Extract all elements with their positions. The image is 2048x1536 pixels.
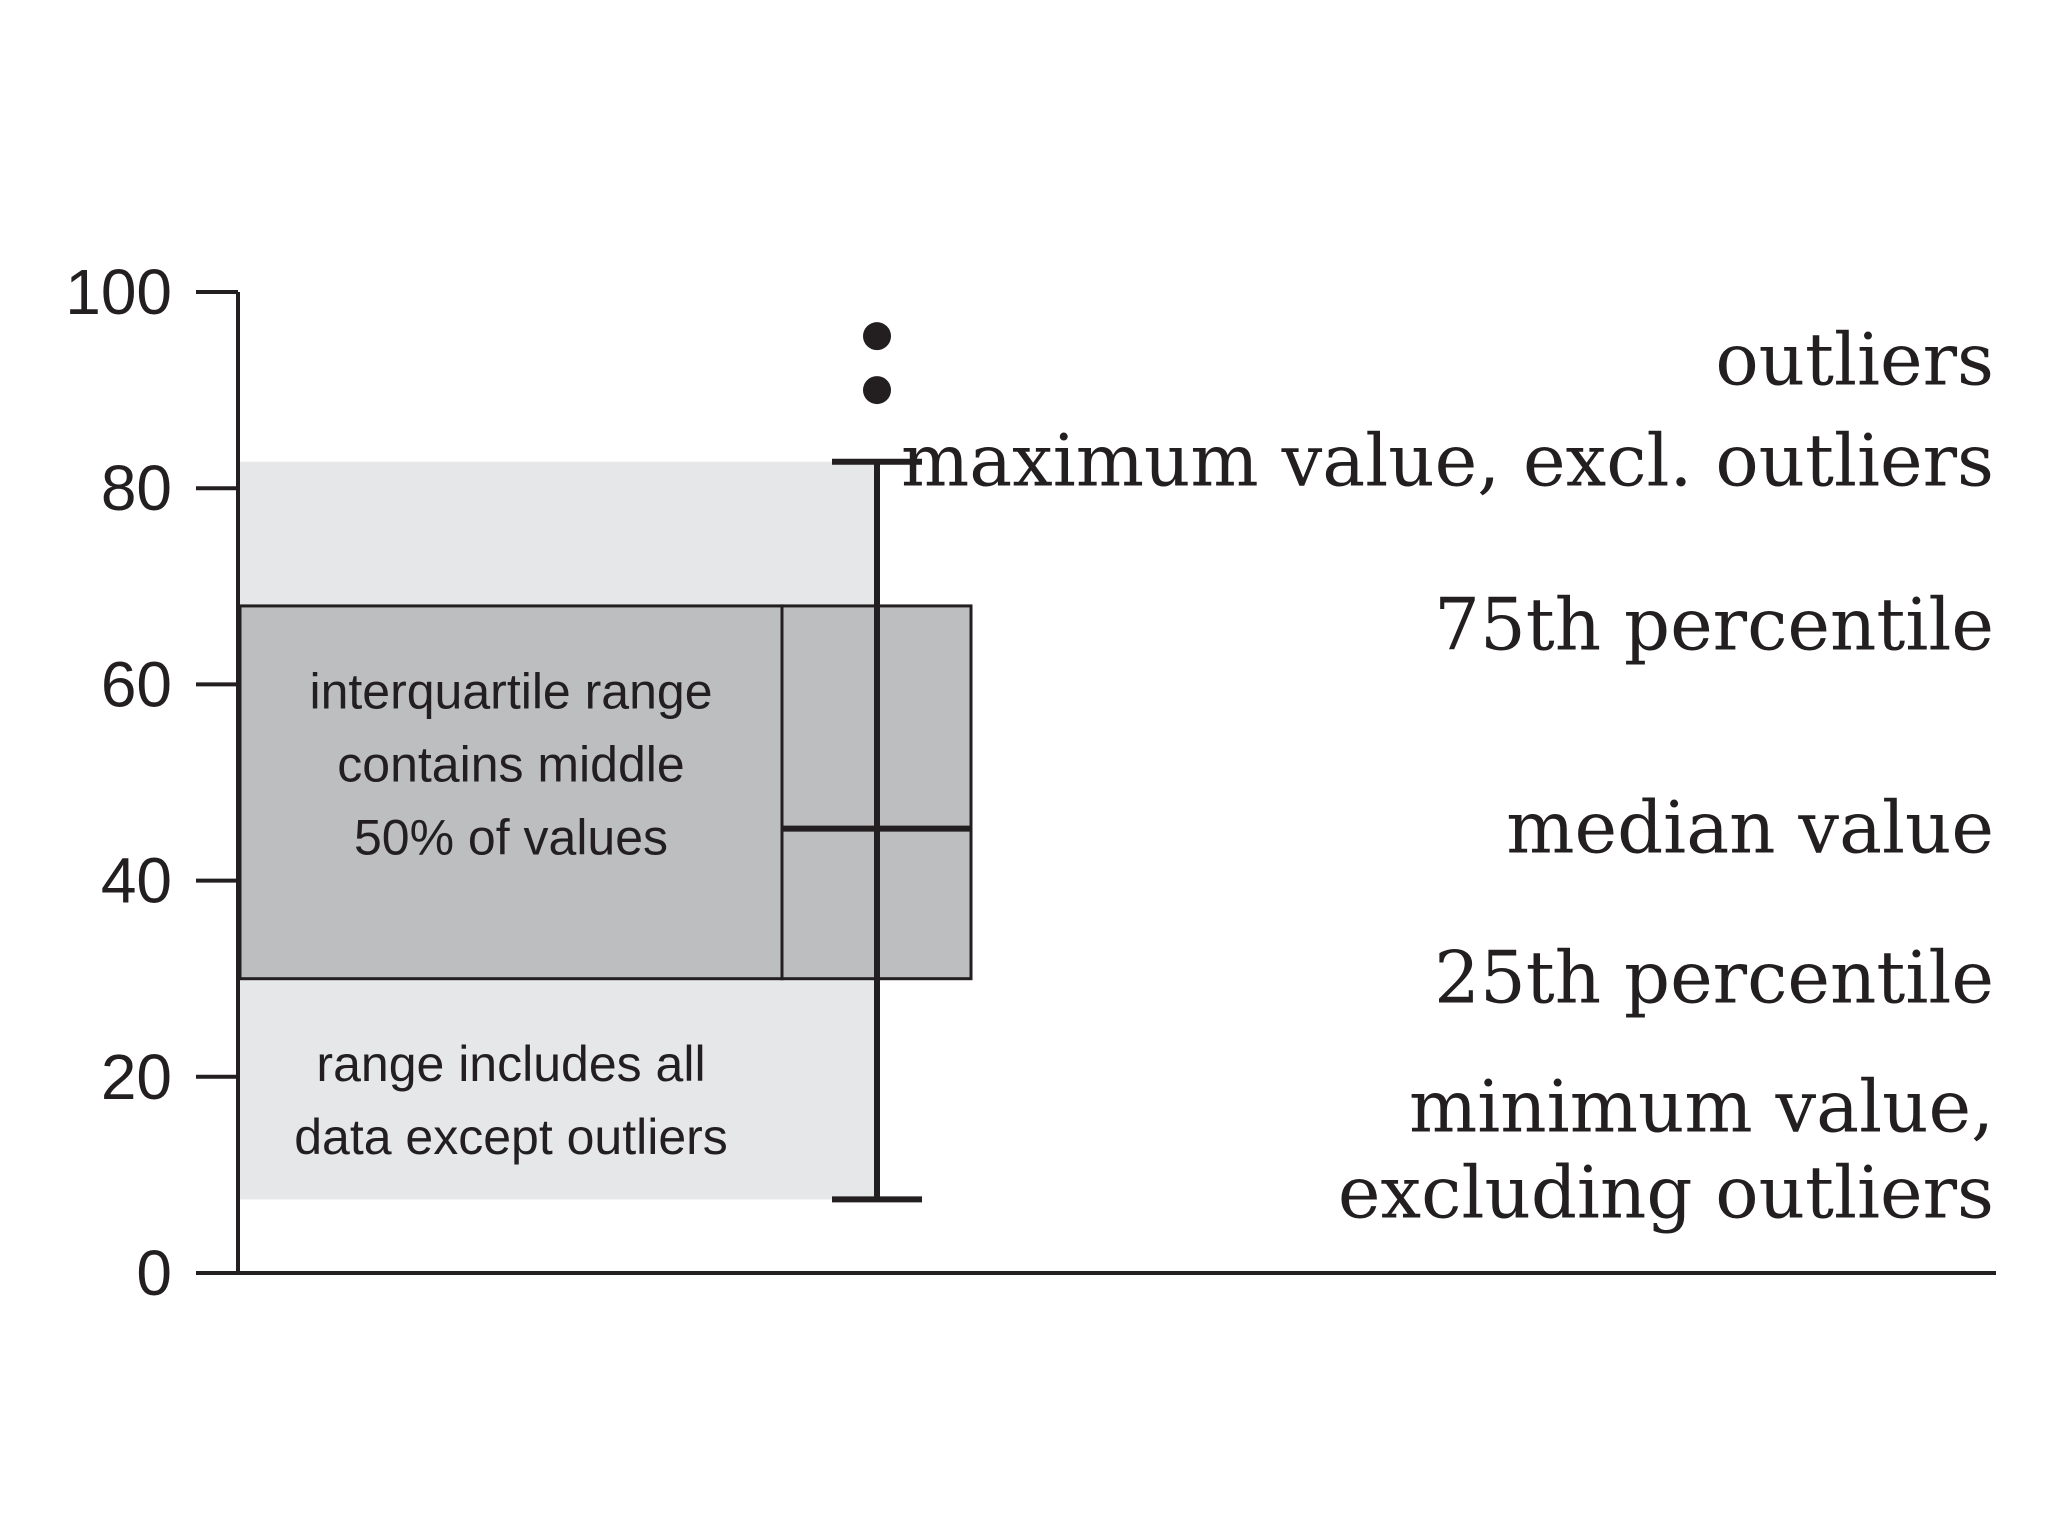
- annotation-min: minimum value,: [1409, 1064, 1994, 1148]
- range-note-line: range includes all: [316, 1036, 705, 1092]
- iqr-note-line: 50% of values: [354, 809, 668, 865]
- annotations: outliers maximum value, excl. outliers 75t…: [901, 318, 1994, 1235]
- iqr-band: [238, 604, 784, 981]
- y-tick-label: 60: [101, 648, 172, 720]
- band-notes: interquartile range contains middle 50% of…: [294, 663, 728, 1165]
- box-plot: [780, 322, 973, 1203]
- y-tick-label: 100: [65, 256, 172, 328]
- annotation-min: excluding outliers: [1338, 1150, 1994, 1234]
- annotation-q3: 75th percentile: [1434, 583, 1994, 667]
- annotation-outliers: outliers: [1715, 318, 1994, 402]
- iqr-note-line: contains middle: [337, 736, 684, 792]
- annotation-median: median value: [1506, 786, 1994, 870]
- iqr-note-line: interquartile range: [309, 663, 712, 719]
- reference-bands: [238, 461, 877, 1200]
- y-tick-label: 20: [101, 1041, 172, 1113]
- y-tick-label: 0: [136, 1237, 172, 1309]
- annotation-q1: 25th percentile: [1434, 936, 1994, 1020]
- y-tick-label: 40: [101, 845, 172, 917]
- outlier-point: [863, 376, 891, 405]
- outlier-point: [863, 322, 891, 351]
- y-tick-label: 80: [101, 452, 172, 524]
- annotation-max: maximum value, excl. outliers: [901, 419, 1994, 503]
- range-note-line: data except outliers: [294, 1109, 728, 1165]
- axes: 0 20 40 60 80 100: [65, 256, 1996, 1309]
